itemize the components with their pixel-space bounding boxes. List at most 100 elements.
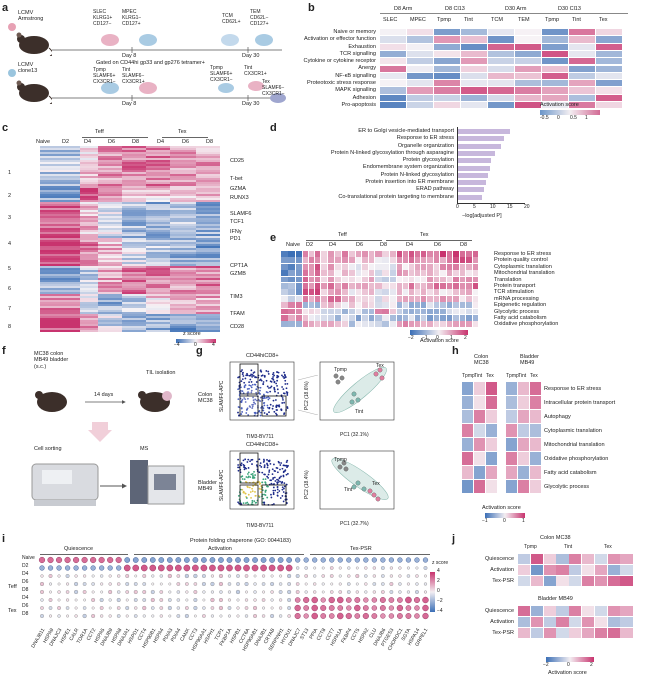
flow-event	[243, 478, 246, 481]
e-heat-cell	[315, 295, 321, 302]
e-heat-cell	[295, 315, 303, 321]
b-heat-cell	[569, 102, 595, 109]
flow-event	[253, 470, 255, 473]
i-dot	[108, 582, 112, 586]
c-heat-cell	[98, 262, 122, 264]
c-heat-cell	[170, 184, 196, 186]
b-row-label: Naive or memory	[333, 29, 376, 35]
e-heat-cell	[403, 289, 409, 296]
flow-event	[267, 477, 270, 479]
c-heat-cell	[122, 286, 146, 288]
e-heat-cell	[362, 295, 368, 302]
panel-label-j: j	[452, 533, 456, 545]
i-dot	[295, 566, 300, 570]
e-heat-cell	[459, 308, 466, 315]
c-heat-cell	[196, 212, 220, 214]
h-row-label: Fatty acid catabolism	[544, 470, 597, 476]
flow-event	[237, 466, 239, 469]
flow-event	[265, 413, 268, 416]
e-heat-cell	[427, 308, 433, 315]
panel-label-c: c	[2, 122, 9, 134]
e-heat-cell	[362, 257, 368, 264]
b-heat-cell	[461, 36, 487, 43]
e-heat-cell	[335, 321, 342, 328]
c-heat-cell	[122, 310, 146, 312]
flow-event	[252, 485, 254, 487]
c-heat-cell	[122, 150, 146, 152]
c-heat-cell	[40, 174, 80, 176]
c-heat-cell	[40, 196, 80, 198]
c-heat-cell	[40, 198, 80, 200]
e-heat-cell	[466, 251, 472, 257]
c-heat-cell	[40, 222, 80, 224]
flow-event	[243, 466, 246, 469]
c-heat-cell	[196, 220, 220, 222]
flow-event	[241, 369, 243, 371]
tpmp2-label: Tpmp SLAMF6+ CX3CR1−	[210, 65, 233, 83]
j-heat-cell	[620, 576, 633, 587]
i-dot	[260, 557, 267, 563]
c-heat-cell	[98, 328, 122, 330]
c-heat-cell	[98, 192, 122, 194]
c-heat-cell	[196, 304, 220, 306]
i-dot	[99, 606, 104, 610]
e-heat-cell	[389, 289, 397, 296]
c-heat-cell	[98, 208, 122, 210]
i-dot	[398, 582, 402, 586]
e-heat-cell	[397, 276, 403, 283]
c-heat-cell	[146, 198, 170, 200]
c-heat-cell	[146, 328, 170, 330]
flow-event	[251, 405, 254, 408]
c-heat-cell	[196, 224, 220, 226]
i-dot	[320, 613, 327, 619]
c-heat-cell	[98, 286, 122, 288]
e-heat-cell	[362, 302, 368, 308]
c-heat-cell	[170, 150, 196, 152]
b-heat-cell	[434, 29, 460, 36]
d-bar	[458, 150, 495, 156]
i-dot	[294, 597, 301, 603]
c-heat-cell	[80, 250, 98, 252]
e-heat-cell	[288, 270, 296, 276]
c-heat-cell	[122, 284, 146, 286]
e-heat-cell	[281, 283, 288, 289]
e-heat-cell	[303, 257, 309, 264]
flow-event	[238, 414, 240, 417]
flow-event	[237, 464, 240, 466]
i-dot	[151, 614, 155, 618]
flow-event	[251, 499, 254, 502]
flow-event	[272, 378, 275, 381]
i-dot	[338, 590, 343, 594]
e-heat-cell	[440, 283, 446, 289]
c-heat-cell	[98, 280, 122, 282]
flow-event	[275, 406, 278, 409]
flow-event	[265, 391, 268, 393]
d-bar	[458, 136, 505, 142]
e-heat-cell	[415, 315, 421, 321]
i-section: Quiescence	[64, 546, 94, 552]
j-heat-cell	[530, 606, 543, 617]
flow-event	[261, 481, 264, 484]
flow-event	[241, 373, 244, 376]
flow-event	[237, 411, 239, 414]
e-heat-cell	[472, 283, 479, 289]
c-heat-cell	[146, 220, 170, 222]
b-heat-cell	[380, 94, 406, 101]
c-heat-cell	[146, 186, 170, 188]
flow-event	[237, 376, 239, 379]
c-heat-cell	[146, 178, 170, 180]
e-heat-cell	[288, 289, 296, 296]
i-dot	[413, 596, 420, 604]
c-heat-cell	[40, 316, 80, 318]
e-heat-cell	[433, 251, 440, 257]
c-heat-cell	[80, 292, 98, 294]
j-heat-cell	[594, 554, 607, 565]
i-dot	[176, 590, 181, 594]
e-heat-cell	[382, 302, 390, 308]
c-heat-cell	[170, 182, 196, 184]
b-row-label: Proteotoxic stress response	[306, 80, 376, 87]
e-heat-cell	[315, 321, 321, 328]
c-heat-cell	[122, 324, 146, 326]
c-heat-cell	[80, 210, 98, 212]
c-heat-cell	[98, 182, 122, 184]
